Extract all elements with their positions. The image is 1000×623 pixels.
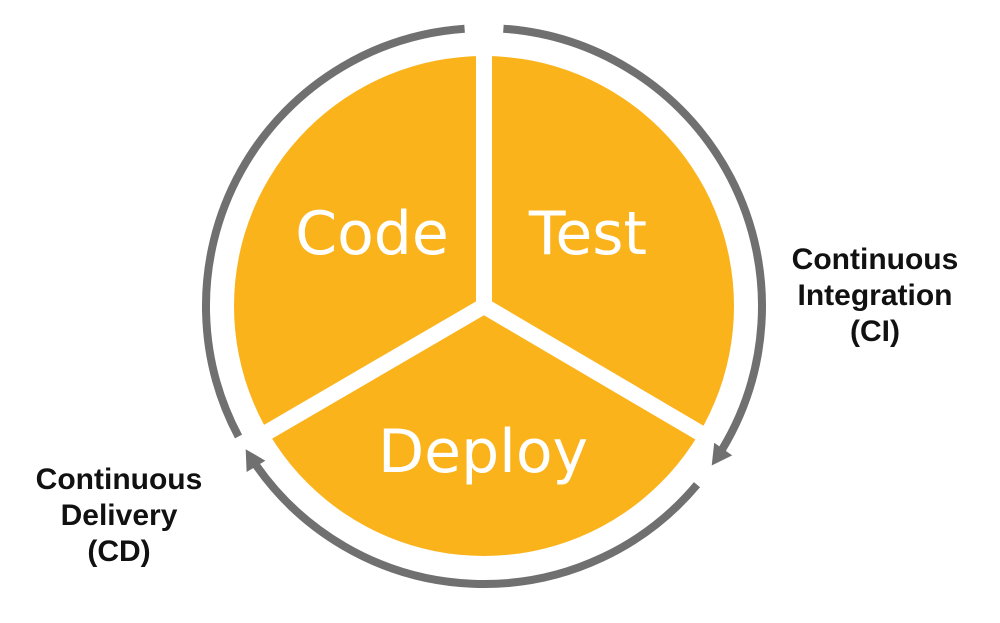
arrowhead-up-icon bbox=[245, 449, 266, 472]
ci-label-line3: (CI) bbox=[850, 315, 900, 348]
cd-label-line2: Delivery bbox=[60, 499, 178, 532]
cd-label: Continuous Delivery (CD) bbox=[14, 462, 224, 570]
arrowhead-down-icon bbox=[711, 442, 733, 466]
ci-ring-arc bbox=[503, 24, 766, 452]
segment-label-test: Test bbox=[528, 199, 647, 269]
ci-label: Continuous Integration (CI) bbox=[770, 242, 980, 350]
ci-label-line1: Continuous bbox=[791, 243, 959, 276]
cd-ring-arc bbox=[253, 463, 701, 588]
divider-right bbox=[479, 299, 717, 447]
cd-label-line3: (CD) bbox=[87, 535, 151, 568]
ci-label-line2: Integration bbox=[797, 279, 953, 312]
segment-label-deploy: Deploy bbox=[378, 417, 588, 487]
segment-dividers bbox=[249, 48, 717, 447]
segment-label-code: Code bbox=[295, 199, 449, 269]
divider-left bbox=[249, 299, 489, 447]
cd-label-line1: Continuous bbox=[35, 463, 203, 496]
ring-arc-left bbox=[201, 24, 465, 439]
